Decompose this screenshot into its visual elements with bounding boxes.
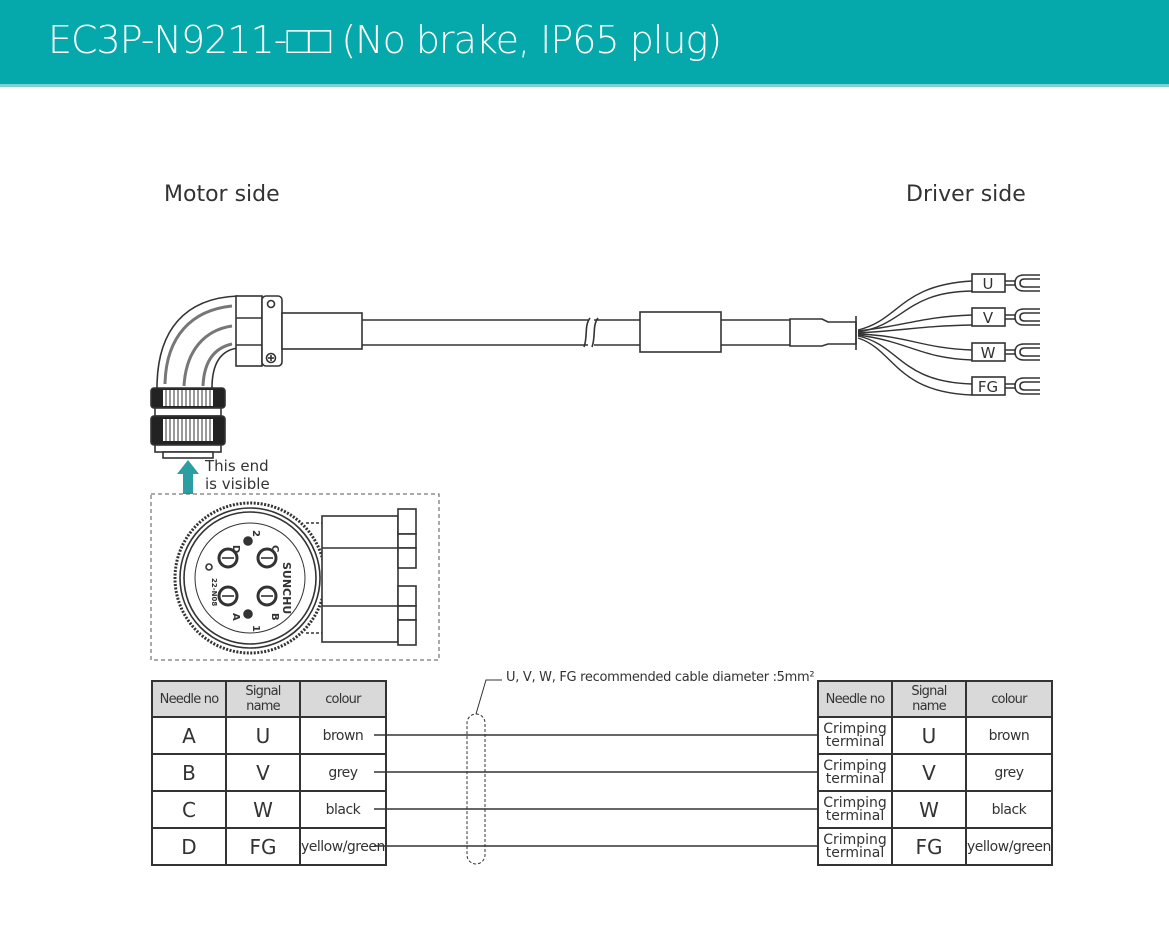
terminal-label-w: W xyxy=(981,344,996,362)
table-row: D FG yellow/green xyxy=(151,827,387,866)
colour-cell: brown xyxy=(965,716,1053,755)
ferrite-sleeve xyxy=(639,311,722,353)
terminal-w xyxy=(971,342,1040,362)
motor-connector-elbow xyxy=(156,295,283,389)
signal-cell: W xyxy=(891,790,967,829)
colour-cell: yellow/green xyxy=(299,827,387,866)
face-view-frame xyxy=(150,493,440,661)
wire-connection-lines xyxy=(374,679,817,865)
header-signal-name: Signal name xyxy=(891,680,967,718)
signal-cell: W xyxy=(225,790,301,829)
signal-cell: U xyxy=(225,716,301,755)
header-signal-name: Signal name xyxy=(225,680,301,718)
pin-label-a: A xyxy=(230,613,241,621)
cable-diameter-note: U, V, W, FG recommended cable diameter :… xyxy=(506,670,815,685)
header-colour: colour xyxy=(965,680,1053,718)
pin-label-c: C xyxy=(269,545,280,552)
pin-number-1: 1 xyxy=(250,625,261,632)
page-title: EC3P-N9211-□□ (No brake, IP65 plug) xyxy=(48,18,722,62)
signal-cell: U xyxy=(891,716,967,755)
pin-c xyxy=(256,547,278,569)
header-colour: colour xyxy=(299,680,387,718)
signal-cell: V xyxy=(225,753,301,792)
pin-label-d: D xyxy=(230,545,241,553)
pin-label-b: B xyxy=(269,613,280,621)
code-label: 22-N08 xyxy=(210,578,218,606)
motor-connector-coupling-nut xyxy=(150,387,226,459)
colour-cell: black xyxy=(299,790,387,829)
header-banner: EC3P-N9211-□□ (No brake, IP65 plug) xyxy=(0,0,1169,87)
cable-bundle-marker xyxy=(466,713,486,865)
brand-label: SUNCHU xyxy=(280,562,293,614)
colour-cell: black xyxy=(965,790,1053,829)
motor-pin-table: Needle no Signal name colour A U brown B… xyxy=(151,680,387,866)
pin-b xyxy=(256,585,278,607)
terminal-label-u: U xyxy=(983,275,994,293)
colour-cell: grey xyxy=(965,753,1053,792)
needle-cell: A xyxy=(151,716,227,755)
needle-cell: B xyxy=(151,753,227,792)
table-row: C W black xyxy=(151,790,387,829)
terminal-label-v: V xyxy=(983,309,994,327)
pin-a xyxy=(217,585,239,607)
header-needle-no: Needle no xyxy=(151,680,227,718)
cable-body xyxy=(281,311,857,353)
pin-number-2: 2 xyxy=(250,530,261,537)
colour-cell: brown xyxy=(299,716,387,755)
terminal-v xyxy=(971,307,1040,327)
up-arrow-icon xyxy=(177,460,199,494)
header-needle-no: Needle no xyxy=(817,680,893,718)
needle-cell: C xyxy=(151,790,227,829)
terminal-u xyxy=(971,273,1040,293)
needle-cell: D xyxy=(151,827,227,866)
wire-breakout xyxy=(857,280,973,396)
motor-side-label: Motor side xyxy=(164,182,280,207)
signal-cell: FG xyxy=(225,827,301,866)
colour-cell: yellow/green xyxy=(965,827,1053,866)
signal-cell: FG xyxy=(891,827,967,866)
driver-side-label: Driver side xyxy=(906,182,1026,207)
signal-cell: V xyxy=(891,753,967,792)
colour-cell: grey xyxy=(299,753,387,792)
connector-face-view: D C A B 1 2 SUNCHU 22-N08 xyxy=(173,501,417,655)
pin-d xyxy=(217,547,239,569)
table-row: B V grey xyxy=(151,753,387,792)
heat-shrink xyxy=(789,318,857,347)
terminal-label-fg: FG xyxy=(978,378,998,396)
terminal-fg xyxy=(971,376,1040,396)
visible-end-note: This end is visible xyxy=(205,457,270,493)
table-row: A U brown xyxy=(151,716,387,755)
